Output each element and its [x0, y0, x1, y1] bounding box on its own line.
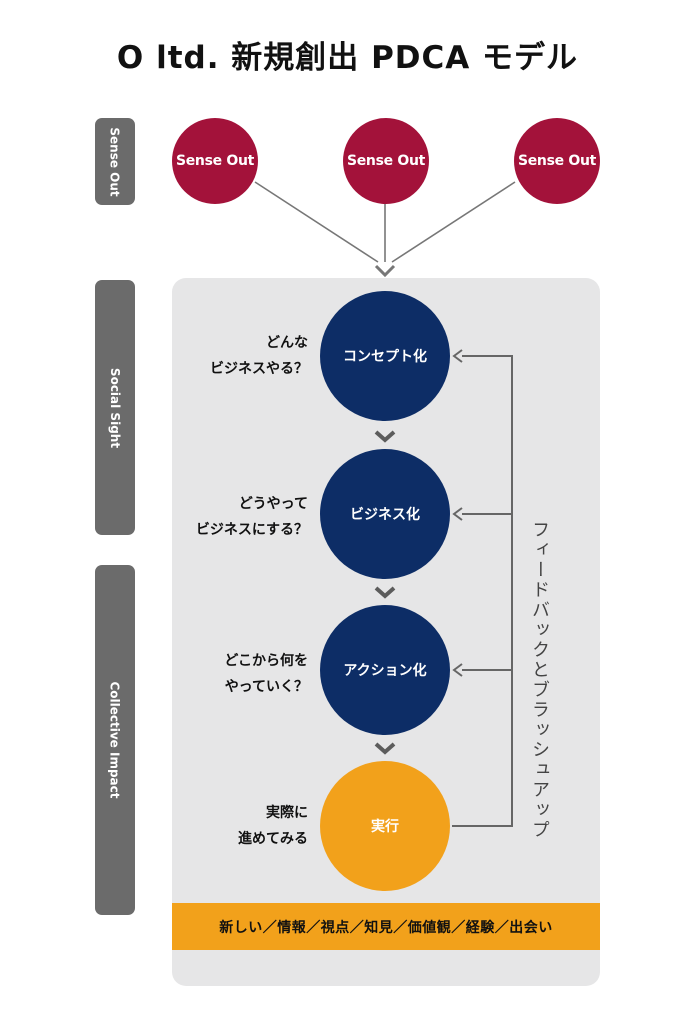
question-line: ビジネスにする？ [195, 522, 308, 538]
question-line: 実際に [266, 805, 308, 821]
stage-execution: 実行 [320, 761, 450, 891]
sense-out-node-3: Sense Out [514, 118, 600, 204]
side-label-sense-out: Sense Out [95, 118, 135, 205]
question-line: 進めてみる [238, 831, 308, 847]
question-execution: 実際に 進めてみる [160, 800, 308, 852]
feedback-loop-line [452, 355, 513, 827]
question-line: どこから何を [224, 653, 308, 669]
flow-chevron-3 [374, 742, 396, 755]
sense-out-connector-right [391, 181, 516, 263]
question-concept: どんな ビジネスやる？ [160, 330, 308, 382]
merge-arrowhead [374, 264, 396, 278]
stage-business: ビジネス化 [320, 449, 450, 579]
side-label-social-sight: Social Sight [95, 280, 135, 535]
sense-out-node-1: Sense Out [172, 118, 258, 204]
bottom-keywords-band: 新しい／情報／視点／知見／価値観／経験／出会い [172, 903, 600, 950]
question-line: やっていく？ [224, 679, 308, 695]
stage-action: アクション化 [320, 605, 450, 735]
question-business: どうやって ビジネスにする？ [160, 491, 308, 543]
feedback-arrowhead-action [452, 663, 463, 677]
question-action: どこから何を やっていく？ [160, 648, 308, 700]
question-line: どうやって [238, 496, 308, 512]
feedback-arrowhead-business [452, 507, 463, 521]
sense-out-connector-left [254, 181, 379, 263]
feedback-label: フィードバックとブラッシュアップ [529, 520, 550, 840]
question-line: どんな [266, 335, 308, 351]
flow-chevron-1 [374, 430, 396, 443]
sense-out-node-2: Sense Out [343, 118, 429, 204]
page-title: O ltd. 新規創出 PDCA モデル [116, 40, 579, 76]
side-label-collective-impact: Collective Impact [95, 565, 135, 915]
feedback-arrowhead-concept [452, 349, 463, 363]
flow-chevron-2 [374, 586, 396, 599]
stage-concept: コンセプト化 [320, 291, 450, 421]
question-line: ビジネスやる？ [210, 361, 308, 377]
